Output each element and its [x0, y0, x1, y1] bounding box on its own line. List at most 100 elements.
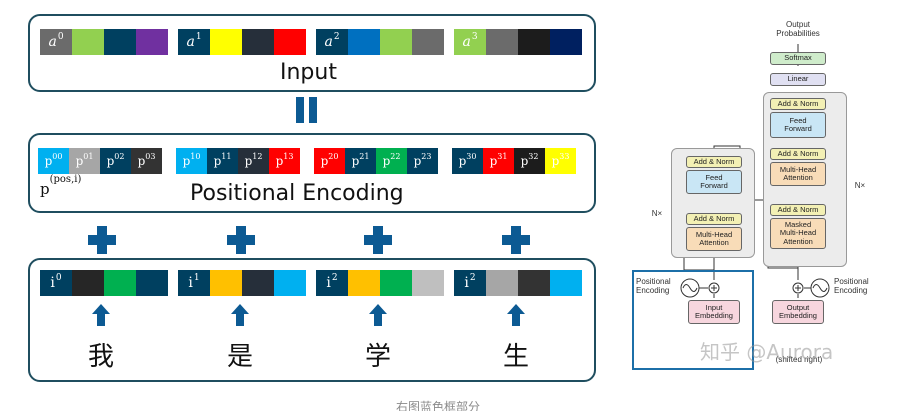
encoder-add-norm-1: Add & Norm: [686, 213, 742, 225]
input-token-color-cell: [518, 29, 550, 55]
input-token-color-cell: [242, 29, 274, 55]
encoder-add-norm-2: Add & Norm: [686, 156, 742, 168]
embedding-token-color-cell: [348, 270, 380, 296]
decoder-add-norm-2: Add & Norm: [770, 148, 826, 160]
token-char: 我: [87, 342, 114, 372]
pe-formula-base: p: [40, 180, 50, 198]
embedding-token-color-cell: [412, 270, 444, 296]
highlight-box: [632, 270, 754, 370]
token-char: 学: [364, 342, 391, 372]
decoder-feed-forward: Feed Forward: [770, 112, 826, 138]
watermark: 知乎 @Aurora: [700, 340, 834, 364]
pe-title: Positional Encoding: [190, 181, 404, 206]
output-probabilities-label: Output Probabilities: [776, 20, 820, 38]
input-token-color-cell: [104, 29, 136, 55]
embedding-token-color-cell: [550, 270, 582, 296]
input-token-color-cell: [380, 29, 412, 55]
pe-formula-sup: (pos,i): [49, 174, 82, 185]
output-embedding-block: Output Embedding: [772, 300, 824, 324]
embedding-token-color-cell: [242, 270, 274, 296]
embedding-token-color-cell: [486, 270, 518, 296]
input-token-color-cell: [550, 29, 582, 55]
embedding-token-color-cell: [210, 270, 242, 296]
encoder-multi-head-attention: Multi-Head Attention: [686, 227, 742, 251]
softmax-block: Softmax: [770, 52, 826, 65]
outputs-shifted-label: (shifted right): [775, 355, 823, 364]
decoder-add-norm-1: Add & Norm: [770, 204, 826, 216]
arrow-up-icon: [369, 304, 387, 326]
encoder-nx-label: N×: [651, 209, 663, 218]
embedding-token-color-cell: [518, 270, 550, 296]
decoder-positional-encoding-label: Positional Encoding: [834, 277, 869, 295]
pe-formula: p(pos,i): [40, 174, 81, 198]
decoder-masked-attention: Masked Multi-Head Attention: [770, 218, 826, 249]
decoder-multi-head-attention: Multi-Head Attention: [770, 162, 826, 186]
plus-icon: [502, 226, 530, 254]
arrow-up-icon: [507, 304, 525, 326]
embedding-token-color-cell: [136, 270, 168, 296]
plus-icon: [364, 226, 392, 254]
input-embedding-block: Input Embedding: [688, 300, 740, 324]
plus-icon: [227, 226, 255, 254]
arrow-up-icon: [92, 304, 110, 326]
input-token-color-cell: [348, 29, 380, 55]
input-token-color-cell: [274, 29, 306, 55]
embedding-token-color-cell: [274, 270, 306, 296]
input-token-color-cell: [72, 29, 104, 55]
input-token-color-cell: [136, 29, 168, 55]
embedding-token-color-cell: [380, 270, 412, 296]
input-title: Input: [280, 60, 337, 85]
token-char: 生: [502, 342, 529, 372]
input-token-color-cell: [486, 29, 518, 55]
input-token-color-cell: [210, 29, 242, 55]
arrow-up-icon: [231, 304, 249, 326]
embedding-token-color-cell: [104, 270, 136, 296]
caption: 右图蓝色框部分: [396, 400, 481, 411]
encoder-positional-encoding-label: Positional Encoding: [636, 277, 671, 295]
decoder-nx-label: N×: [854, 181, 866, 190]
decoder-add-norm-3: Add & Norm: [770, 98, 826, 110]
equals-sign: [296, 97, 318, 123]
input-token-color-cell: [412, 29, 444, 55]
linear-block: Linear: [770, 73, 826, 86]
embedding-token-color-cell: [72, 270, 104, 296]
token-char: 是: [226, 342, 253, 372]
plus-icon: [88, 226, 116, 254]
encoder-feed-forward: Feed Forward: [686, 170, 742, 194]
